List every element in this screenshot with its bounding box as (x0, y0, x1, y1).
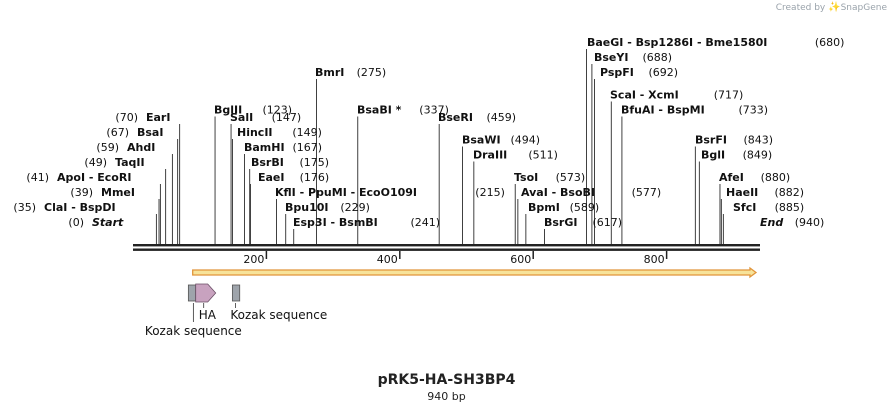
site-position: (49) (84, 156, 107, 169)
site-label: BsaWI (462, 134, 501, 147)
site-label: BglI (701, 149, 725, 162)
site-label: BglII (214, 104, 242, 117)
site-label: BsrBI (251, 156, 284, 169)
site-position: (147) (272, 111, 302, 124)
site-position: (149) (292, 126, 322, 139)
site-position: (940) (795, 216, 825, 229)
site-label: Esp3I - BsmBI (293, 216, 378, 229)
plasmid-name: pRK5-HA-SH3BP4 (377, 372, 516, 388)
site-label-start: Start (92, 216, 124, 229)
site-position: (39) (70, 186, 93, 199)
credit: Created by ✨SnapGene (776, 2, 887, 13)
site-label: ClaI - BspDI (44, 201, 116, 214)
site-position: (885) (775, 201, 805, 214)
ha-feature (195, 283, 217, 303)
site-position: (688) (643, 51, 673, 64)
site-label: ScaI - XcmI (610, 89, 679, 102)
site-label: HaeII (726, 186, 758, 199)
site-label: HincII (237, 126, 273, 139)
site-position: (167) (293, 141, 323, 154)
credit-brand: SnapGene (840, 3, 887, 13)
site-label: TsoI (514, 171, 538, 184)
site-label: AhdI (127, 141, 155, 154)
site-label: SfcI (733, 201, 756, 214)
site-position: (880) (761, 171, 791, 184)
site-position: (843) (744, 134, 774, 147)
site-position: (692) (649, 66, 679, 79)
site-label: BseRI (438, 111, 473, 124)
ruler-tick-label: 600 (510, 253, 531, 266)
site-position: (717) (714, 89, 744, 102)
site-label: Bpu10I (285, 201, 329, 214)
site-position: (459) (487, 111, 517, 124)
kozak-feature (187, 284, 197, 302)
site-label: BsrFI (695, 134, 727, 147)
site-label: BaeGI - Bsp1286I - Bme1580I (587, 36, 767, 49)
site-label: EaeI (258, 171, 285, 184)
site-position: (617) (593, 216, 623, 229)
site-position: (337) (419, 104, 449, 117)
site-label: BpmI (528, 201, 560, 214)
site-label: BsaI (137, 126, 163, 139)
site-position: (0) (68, 216, 84, 229)
kozak-feature (231, 284, 241, 302)
snapgene-logo-icon: ✨ (828, 2, 841, 13)
feature-label-ha: HA (199, 308, 217, 322)
site-label: MmeI (101, 186, 135, 199)
site-position: (573) (556, 171, 586, 184)
site-label: SalI (230, 111, 253, 124)
site-label: EarI (146, 111, 170, 124)
plasmid-size: 940 bp (427, 390, 466, 403)
site-label: KflI - PpuMI - EcoO109I (275, 186, 417, 199)
site-position: (41) (26, 171, 49, 184)
site-position: (175) (300, 156, 330, 169)
site-position: (577) (632, 186, 662, 199)
feature-label-kozak: Kozak sequence (230, 308, 327, 322)
site-position: (67) (106, 126, 129, 139)
credit-text: Created by (775, 3, 826, 13)
site-position: (59) (96, 141, 119, 154)
site-label: AvaI - BsoBI (521, 186, 595, 199)
ruler-tick-label: 800 (644, 253, 665, 266)
backbone-top-strand (133, 244, 760, 247)
site-label: BfuAI - BspMI (621, 104, 705, 117)
site-label-end: End (760, 216, 783, 229)
site-position: (680) (815, 36, 845, 49)
site-position: (176) (300, 171, 330, 184)
site-position: (733) (739, 104, 769, 117)
site-label: BsrGI (544, 216, 577, 229)
site-label: BamHI (244, 141, 285, 154)
site-position: (882) (775, 186, 805, 199)
site-position: (215) (475, 186, 505, 199)
site-label: AfeI (719, 171, 744, 184)
site-position: (511) (528, 149, 558, 162)
site-position: (275) (357, 66, 387, 79)
site-label: BseYI (594, 51, 628, 64)
site-label: ApoI - EcoRI (57, 171, 131, 184)
site-label: BmrI (315, 66, 344, 79)
site-position: (229) (340, 201, 370, 214)
site-position: (123) (263, 104, 293, 117)
backbone-bottom-strand (133, 248, 760, 251)
site-label: DraIII (473, 149, 507, 162)
site-label: TaqII (115, 156, 145, 169)
site-label: PspFI (600, 66, 634, 79)
site-label: BsaBI * (357, 104, 402, 117)
site-position: (241) (411, 216, 441, 229)
site-position: (70) (115, 111, 138, 124)
ruler-tick-label: 400 (377, 253, 398, 266)
site-position: (849) (743, 149, 773, 162)
site-position: (35) (13, 201, 36, 214)
orf-arrow (192, 266, 758, 279)
feature-label-kozak: Kozak sequence (145, 324, 242, 338)
site-position: (494) (511, 134, 541, 147)
ruler-tick-label: 200 (243, 253, 264, 266)
